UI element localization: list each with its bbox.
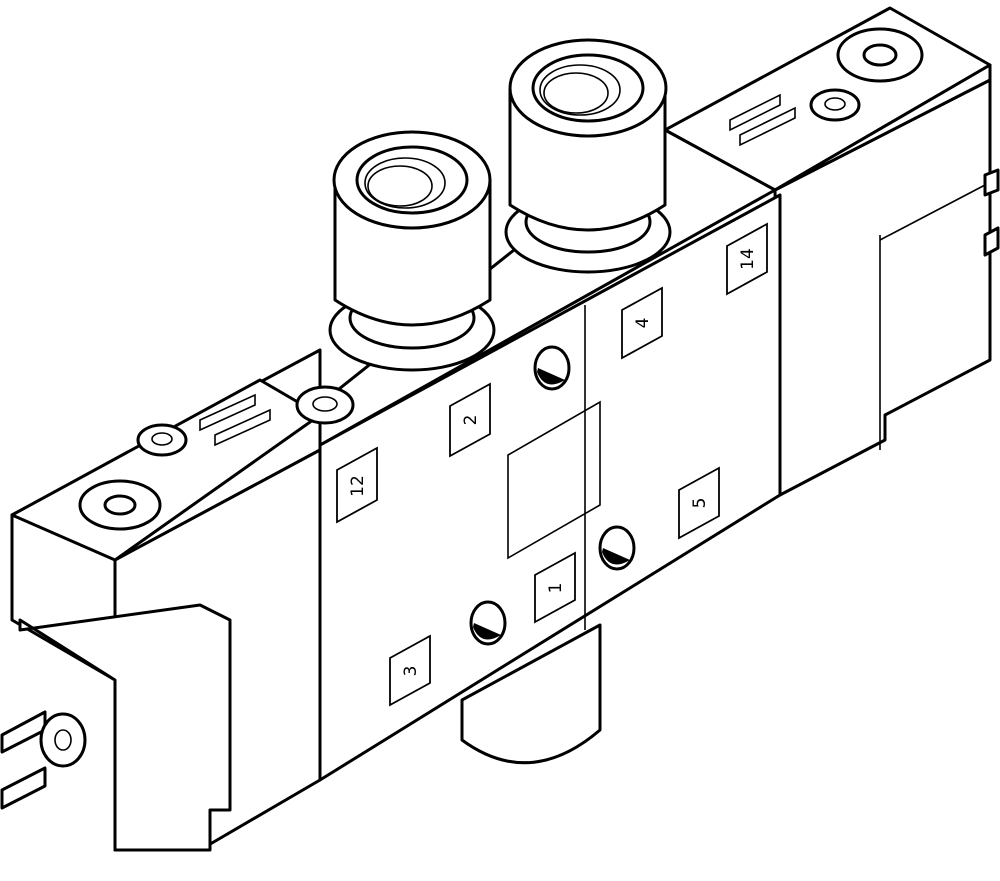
- port-label-14: 14: [726, 222, 768, 296]
- port-label-12: 12: [336, 446, 378, 524]
- svg-text:14: 14: [738, 248, 758, 270]
- output-port-left: [328, 130, 496, 372]
- svg-text:1: 1: [546, 583, 566, 594]
- svg-text:4: 4: [633, 318, 653, 329]
- right-solenoid: [663, 6, 1000, 497]
- left-solenoid: [0, 348, 322, 852]
- svg-text:2: 2: [461, 415, 481, 426]
- pilot-fitting-left: [295, 385, 355, 425]
- mounting-holes: [469, 345, 636, 646]
- port-label-4: 4: [621, 286, 663, 360]
- output-port-right: [504, 38, 672, 274]
- port-label-3: 3: [389, 634, 431, 707]
- pilot-fitting-left-hole: [312, 396, 338, 412]
- svg-text:5: 5: [690, 498, 710, 509]
- bottom-port: [460, 623, 602, 765]
- port-label-5: 5: [678, 466, 720, 540]
- svg-text:12: 12: [348, 475, 368, 497]
- port-label-1: 1: [534, 551, 576, 624]
- port-label-2: 2: [449, 382, 491, 458]
- svg-text:3: 3: [401, 666, 421, 677]
